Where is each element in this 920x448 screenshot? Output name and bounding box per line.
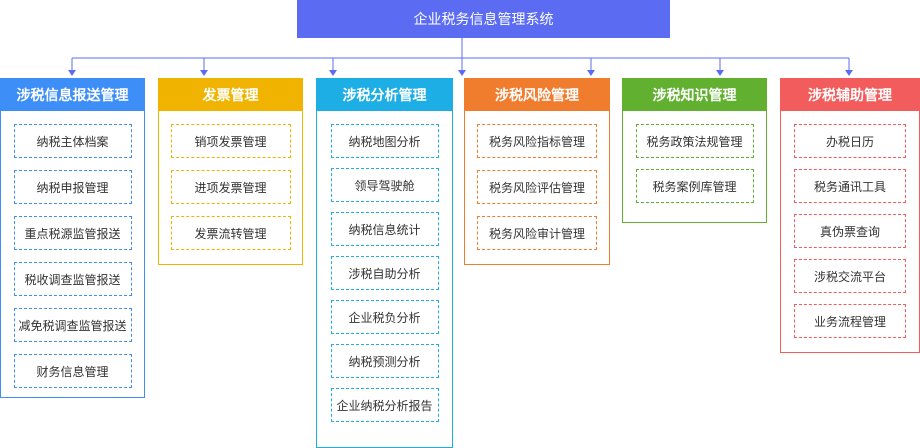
list-item: 涉税自助分析	[330, 256, 439, 290]
list-item: 企业税负分析	[330, 300, 439, 334]
arrow-head-icon	[845, 70, 853, 76]
list-item: 税收调查监管报送	[13, 262, 132, 296]
list-item: 纳税申报管理	[13, 170, 132, 204]
item-label: 销项发票管理	[194, 134, 267, 149]
column-invoice-management: 发票管理 销项发票管理 进项发票管理 发票流转管理	[158, 78, 303, 265]
column-header: 涉税辅助管理	[780, 78, 920, 111]
root-title: 企业税务信息管理系统	[413, 12, 554, 28]
column-header: 涉税信息报送管理	[0, 78, 145, 111]
list-item: 进项发票管理	[170, 170, 291, 204]
item-label: 企业税负分析	[348, 310, 421, 325]
column-header: 涉税知识管理	[622, 78, 767, 111]
list-item: 纳税信息统计	[330, 212, 439, 246]
column-header: 涉税风险管理	[464, 78, 610, 111]
list-item: 税务风险评估管理	[477, 170, 597, 204]
list-item: 领导驾驶舱	[330, 168, 439, 202]
list-item: 办税日历	[794, 124, 906, 158]
item-label: 税收调查监管报送	[24, 272, 121, 287]
list-item: 纳税预测分析	[330, 344, 439, 378]
item-label: 税务风险指标管理	[488, 134, 585, 149]
list-item: 真伪票查询	[794, 214, 906, 248]
item-label: 财务信息管理	[36, 364, 109, 379]
arrow-head-icon	[329, 70, 337, 76]
list-item: 涉税交流平台	[794, 259, 906, 293]
column-header: 发票管理	[158, 78, 303, 111]
arrow-head-icon	[587, 70, 595, 76]
item-label: 纳税申报管理	[36, 180, 109, 195]
item-label: 税务风险评估管理	[488, 180, 585, 195]
column-title: 涉税信息报送管理	[16, 87, 129, 104]
item-label: 税务案例库管理	[652, 179, 737, 194]
column-tax-info-reporting: 涉税信息报送管理 纳税主体档案 纳税申报管理 重点税源监管报送 税收调查监管报送…	[0, 78, 145, 398]
list-item: 重点税源监管报送	[13, 216, 132, 250]
column-tax-assistance: 涉税辅助管理 办税日历 税务通讯工具 真伪票查询 涉税交流平台 业务流程管理	[780, 78, 920, 353]
item-label: 进项发票管理	[194, 180, 267, 195]
item-label: 纳税预测分析	[348, 354, 421, 369]
list-item: 销项发票管理	[170, 124, 291, 158]
column-tax-risk: 涉税风险管理 税务风险指标管理 税务风险评估管理 税务风险审计管理	[464, 78, 610, 265]
list-item: 纳税地图分析	[330, 124, 439, 158]
item-label: 税务通讯工具	[813, 179, 886, 194]
column-tax-analysis: 涉税分析管理 纳税地图分析 领导驾驶舱 纳税信息统计 涉税自助分析 企业税负分析…	[316, 78, 453, 448]
column-title: 涉税风险管理	[495, 87, 579, 104]
list-item: 税务风险审计管理	[477, 216, 597, 250]
item-label: 纳税地图分析	[348, 134, 421, 149]
column-title: 涉税知识管理	[652, 87, 737, 104]
list-item: 业务流程管理	[794, 304, 906, 338]
item-label: 真伪票查询	[819, 224, 880, 239]
column-title: 涉税分析管理	[342, 87, 427, 104]
column-tax-knowledge: 涉税知识管理 税务政策法规管理 税务案例库管理	[622, 78, 767, 223]
arrow-head-icon	[716, 70, 724, 76]
column-title: 涉税辅助管理	[808, 87, 892, 104]
item-label: 纳税信息统计	[348, 222, 421, 237]
list-item: 纳税主体档案	[13, 124, 132, 158]
item-label: 纳税主体档案	[36, 134, 109, 149]
item-label: 税务政策法规管理	[646, 134, 743, 149]
list-item: 税务案例库管理	[635, 169, 754, 203]
item-label: 企业纳税分析报告	[336, 398, 433, 413]
arrow-head-icon	[458, 70, 466, 76]
item-label: 涉税交流平台	[813, 269, 886, 284]
item-label: 涉税自助分析	[348, 266, 421, 281]
arrow-head-icon	[68, 70, 76, 76]
column-title: 发票管理	[202, 87, 259, 104]
list-item: 财务信息管理	[13, 354, 132, 388]
root-node: 企业税务信息管理系统	[297, 0, 670, 38]
list-item: 税务风险指标管理	[477, 124, 597, 158]
list-item: 减免税调查监管报送	[13, 308, 132, 342]
item-label: 领导驾驶舱	[354, 178, 415, 193]
item-label: 减免税调查监管报送	[18, 318, 127, 333]
list-item: 税务通讯工具	[794, 169, 906, 203]
list-item: 企业纳税分析报告	[330, 388, 439, 422]
list-item: 税务政策法规管理	[635, 124, 754, 158]
item-label: 发票流转管理	[194, 226, 267, 241]
item-label: 重点税源监管报送	[24, 226, 121, 241]
item-label: 办税日历	[825, 134, 874, 149]
item-label: 税务风险审计管理	[488, 226, 585, 241]
arrow-head-icon	[200, 70, 208, 76]
item-label: 业务流程管理	[813, 314, 886, 329]
list-item: 发票流转管理	[170, 216, 291, 250]
column-header: 涉税分析管理	[316, 78, 453, 111]
